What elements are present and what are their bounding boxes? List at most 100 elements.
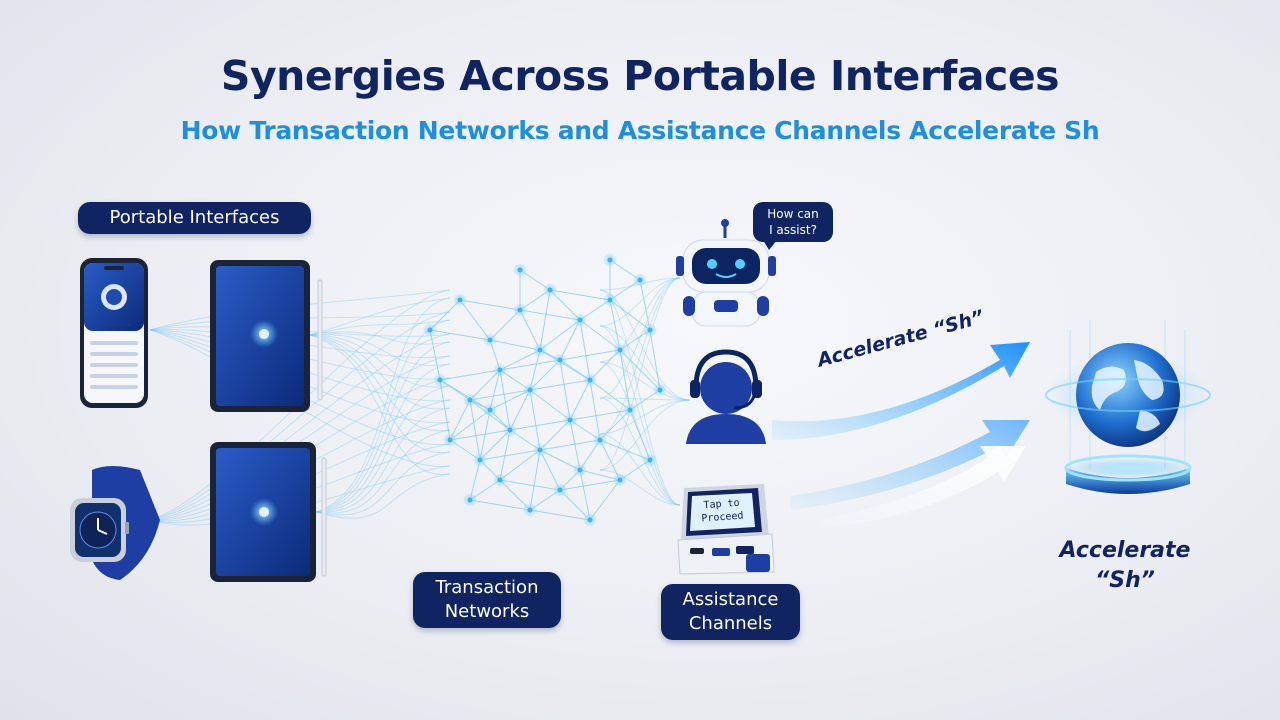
mesh-node	[577, 467, 583, 473]
mesh-link	[489, 389, 531, 411]
mesh-link	[499, 449, 541, 481]
mesh-link	[449, 399, 471, 441]
tablet-icon	[210, 442, 327, 582]
mesh-node	[577, 317, 583, 323]
mesh-link	[639, 279, 651, 331]
data-stream-line	[309, 334, 451, 410]
mesh-node	[597, 437, 603, 443]
mesh-link	[569, 379, 591, 421]
channel-stream-line	[599, 399, 691, 471]
mesh-link	[539, 349, 591, 381]
channel-stream-line	[599, 325, 691, 401]
mesh-node	[617, 477, 623, 483]
data-stream-line	[315, 363, 451, 513]
transaction-networks-line-1: Transaction	[435, 577, 539, 598]
mesh-node	[497, 477, 503, 483]
chatbot-robot-icon	[676, 219, 776, 327]
mesh-link	[489, 339, 541, 351]
mesh-link	[519, 309, 541, 351]
mesh-link	[569, 409, 631, 421]
mesh-link	[599, 409, 631, 441]
mesh-link	[479, 449, 541, 461]
mesh-link	[499, 359, 561, 371]
mesh-link	[559, 359, 571, 421]
mesh-link	[529, 379, 591, 391]
mesh-link	[479, 409, 491, 461]
mesh-link	[449, 429, 511, 441]
data-stream-line	[309, 331, 451, 345]
mesh-link	[559, 489, 591, 521]
mesh-link	[509, 389, 531, 431]
data-stream-line	[315, 407, 451, 513]
assistance-channels-line-2: Channels	[688, 613, 773, 634]
mesh-link	[449, 409, 491, 441]
mesh-link	[589, 349, 621, 381]
data-stream-line	[315, 473, 451, 519]
data-stream-line	[309, 334, 451, 475]
kiosk-terminal-icon	[677, 484, 775, 575]
data-stream-line	[309, 297, 451, 336]
mesh-link	[469, 399, 481, 461]
mesh-link	[459, 299, 491, 341]
mesh-node	[517, 307, 523, 313]
mesh-link	[429, 329, 491, 341]
globe-label: Accelerate “Sh”	[1040, 536, 1210, 596]
phone-screen-text: Sxxxxxxxxx	[106, 322, 130, 327]
transaction-network-mesh	[423, 253, 667, 527]
mesh-link	[539, 449, 581, 471]
mesh-link	[499, 349, 541, 371]
mesh-node	[607, 297, 613, 303]
mesh-link	[499, 479, 561, 491]
data-stream-line	[315, 385, 451, 513]
transaction-networks-line-2: Networks	[444, 601, 530, 622]
channel-stream-line	[599, 325, 681, 506]
mesh-link	[539, 419, 571, 451]
mesh-node	[557, 487, 563, 493]
data-stream-line	[315, 297, 451, 513]
mesh-link	[499, 369, 511, 431]
mesh-link	[649, 329, 661, 391]
mesh-link	[579, 469, 591, 521]
mesh-link	[589, 379, 631, 411]
mesh-node	[487, 407, 493, 413]
channel-stream-line	[599, 361, 691, 401]
mesh-link	[629, 409, 651, 461]
smartwatch-icon	[70, 466, 160, 580]
mesh-node	[607, 257, 613, 263]
mesh-link	[529, 389, 571, 421]
mesh-link	[589, 479, 621, 521]
bubble-line-2: I assist?	[769, 223, 817, 237]
mesh-link	[439, 379, 491, 411]
mesh-node	[657, 387, 663, 393]
data-stream-line	[315, 429, 451, 514]
bubble-line-1: How can	[767, 207, 819, 221]
mesh-node	[467, 497, 473, 503]
channel-stream-line	[599, 397, 681, 506]
mesh-node	[557, 357, 563, 363]
smartphone-icon	[80, 258, 148, 408]
assistance-channels-label: Assistance Channels	[661, 584, 800, 640]
data-stream-line	[149, 333, 451, 521]
mesh-link	[559, 319, 581, 361]
mesh-link	[619, 349, 661, 391]
transaction-networks-label: Transaction Networks	[413, 572, 561, 628]
mesh-link	[479, 429, 511, 461]
mesh-link	[559, 479, 621, 491]
mesh-link	[559, 349, 621, 361]
mesh-link	[499, 479, 531, 511]
data-stream-line	[149, 311, 451, 521]
mesh-node	[447, 437, 453, 443]
mesh-link	[469, 499, 531, 511]
mesh-link	[529, 449, 541, 511]
mesh-link	[539, 289, 551, 351]
mesh-link	[439, 369, 501, 381]
mesh-node	[507, 427, 513, 433]
mesh-node	[537, 347, 543, 353]
main-title: Synergies Across Portable Interfaces	[220, 52, 1060, 100]
data-stream-line	[309, 333, 451, 366]
channel-stream-line	[599, 277, 681, 435]
mesh-link	[619, 349, 631, 411]
mesh-node	[437, 377, 443, 383]
mesh-link	[539, 439, 601, 451]
mesh-node	[627, 407, 633, 413]
